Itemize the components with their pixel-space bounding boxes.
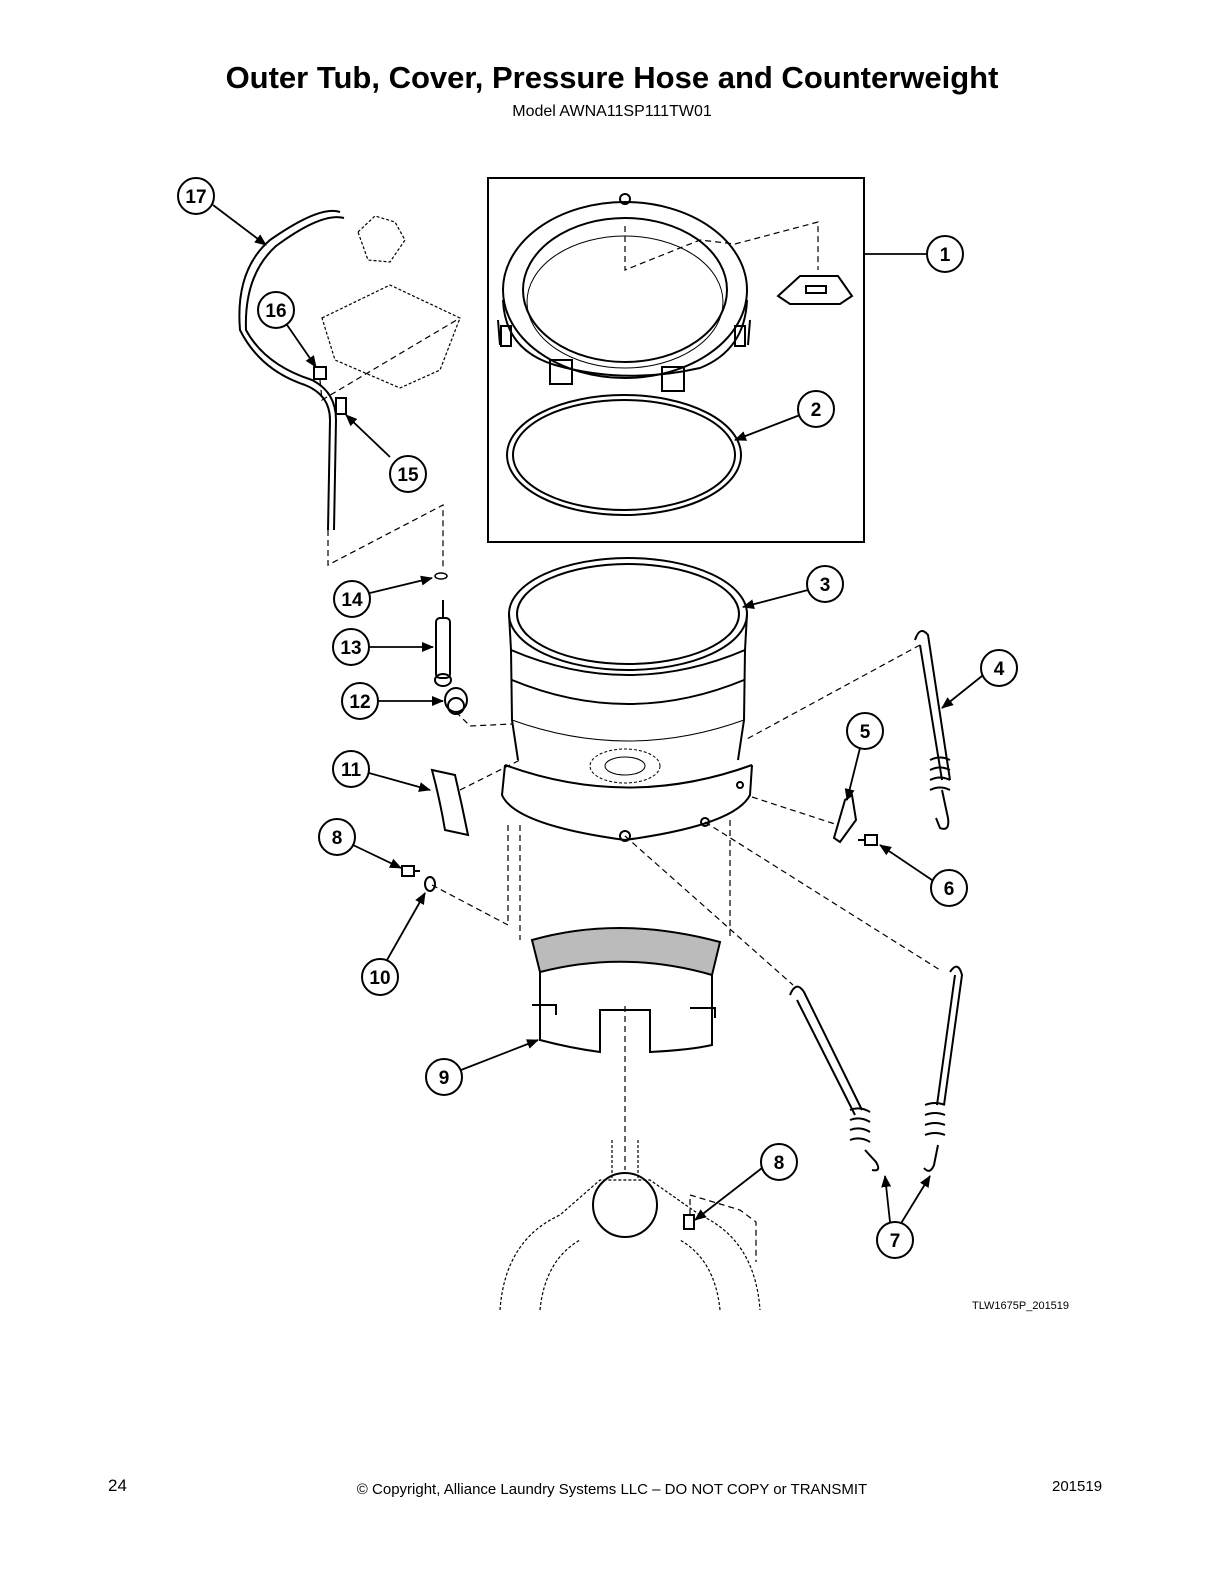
assembly-guide-lines (319, 317, 941, 1262)
callout-2 (797, 390, 835, 428)
callout-14 (333, 580, 371, 618)
part-grommet (444, 687, 468, 715)
callout-1 (926, 235, 964, 273)
callout-number: 9 (439, 1068, 450, 1089)
callout-number: 11 (341, 760, 362, 781)
callout-numbers: 1 2 3 4 5 6 7 8 8 9 10 11 12 13 14 15 16… (185, 187, 1004, 1252)
copyright-notice: © Copyright, Alliance Laundry Systems LL… (356, 1481, 868, 1498)
callout-number: 6 (944, 879, 955, 900)
callout-number: 2 (811, 400, 822, 421)
part-label (430, 768, 470, 837)
part-suspension-spring-upper (914, 630, 951, 830)
part-o-ring (434, 572, 448, 580)
callout-number: 1 (940, 245, 951, 266)
callout-number: 13 (340, 638, 361, 659)
callout-number: 3 (820, 575, 831, 596)
callout-number: 10 (369, 968, 390, 989)
document-code: 201519 (1052, 1478, 1103, 1495)
part-pressure-hose (238, 209, 345, 531)
callout-10 (361, 958, 399, 996)
model-subtitle: Model AWNA11SP111TW01 (512, 103, 712, 120)
callout-13 (332, 628, 370, 666)
part-cover-hinge-clip (776, 275, 854, 305)
callout-6 (930, 869, 968, 907)
part-tub-cover (497, 193, 751, 392)
part-air-dome (434, 600, 452, 687)
callout-number: 15 (397, 465, 419, 486)
callout-11 (332, 750, 370, 788)
part-screw-lower (683, 1214, 695, 1230)
callout-number: 12 (349, 692, 370, 713)
machine-base-reference (499, 1140, 761, 1311)
callout-number: 14 (341, 590, 363, 611)
callout-17 (177, 177, 215, 215)
part-spring-bracket (832, 793, 858, 844)
page-number: 24 (108, 1476, 127, 1495)
callout-5 (846, 712, 884, 750)
callout-15 (389, 455, 427, 493)
callout-number: 16 (265, 301, 286, 322)
callout-leaders (212, 204, 983, 1226)
callout-4 (980, 649, 1018, 687)
callout-12 (341, 682, 379, 720)
part-hose-retainer (335, 397, 347, 415)
part-suspension-springs-lower (789, 965, 964, 1172)
callout-number: 17 (185, 187, 206, 208)
part-outer-tub (500, 557, 753, 842)
cover-inset-box (487, 177, 865, 543)
callout-7 (876, 1221, 914, 1259)
callout-circles (177, 177, 1018, 1259)
callout-3 (806, 565, 844, 603)
callout-16 (257, 291, 295, 329)
callout-number: 5 (860, 722, 871, 743)
callout-number: 8 (774, 1153, 785, 1174)
callout-8b (760, 1143, 798, 1181)
part-washer (424, 876, 436, 892)
callout-number: 7 (890, 1231, 901, 1252)
part-cover-gasket (506, 394, 742, 516)
part-screw-right (858, 834, 878, 846)
callout-9 (425, 1058, 463, 1096)
part-pressure-switch (321, 215, 461, 389)
part-counterweight (530, 927, 722, 1054)
part-screw-left (401, 865, 420, 877)
callout-number: 4 (994, 659, 1005, 680)
callout-8a (318, 818, 356, 856)
part-hose-clip (313, 366, 327, 380)
drawing-code: TLW1675P_201519 (972, 1300, 1070, 1312)
callout-number: 8 (332, 828, 343, 849)
page-title: Outer Tub, Cover, Pressure Hose and Coun… (225, 60, 999, 95)
